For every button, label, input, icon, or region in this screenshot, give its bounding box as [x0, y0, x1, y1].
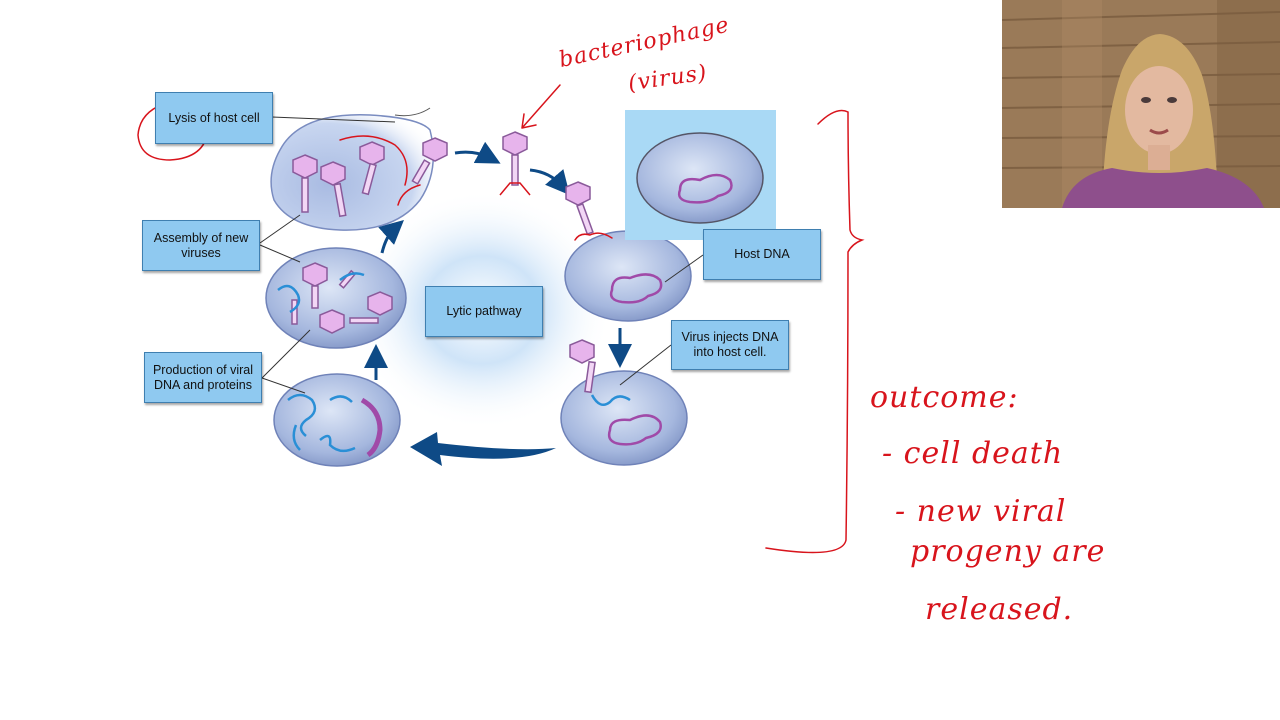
- cell-attachment: [564, 230, 692, 322]
- free-bacteriophage: [499, 131, 531, 196]
- label-lytic-pathway: Lytic pathway: [425, 286, 543, 337]
- viral-dna-strands: [287, 393, 383, 458]
- label-production-text: Production of viral DNA and proteins: [152, 362, 254, 392]
- host-dna-strand: [609, 273, 663, 304]
- annotation-outcome-progeny: progeny are: [910, 534, 1106, 569]
- annotation-outcome-cell-death: - cell death: [882, 436, 1064, 471]
- assembly-parts: [277, 262, 393, 334]
- cycle-arrows: [364, 141, 632, 380]
- inset-host-dna: [677, 173, 733, 204]
- presenter-video-frame: [1002, 0, 1280, 208]
- label-assembly-of-new-viruses: Assembly of new viruses: [142, 220, 260, 271]
- label-leader-lines: [259, 116, 704, 394]
- cell-injection: [560, 370, 688, 466]
- label-assembly-text: Assembly of new viruses: [153, 230, 249, 260]
- label-lysis-of-host-cell: Lysis of host cell: [155, 92, 273, 144]
- bottom-cycle-arrow: [410, 432, 556, 466]
- label-lysis-text: Lysis of host cell: [168, 110, 260, 125]
- annotation-outcome-title: outcome:: [870, 380, 1019, 415]
- bacteriophage-pointer-arrow: [521, 84, 561, 129]
- presenter-webcam: [1002, 0, 1280, 208]
- label-host-dna: Host DNA: [703, 229, 821, 280]
- label-virus-injects-dna: Virus injects DNA into host cell.: [671, 320, 789, 370]
- phages-released: [292, 137, 448, 218]
- lysis-scribble: [339, 135, 421, 206]
- inset-cell: [636, 132, 764, 224]
- label-inject-text: Virus injects DNA into host cell.: [681, 330, 779, 359]
- label-host-dna-text: Host DNA: [734, 247, 790, 261]
- outcome-bracket: [765, 109, 865, 554]
- annotation-outcome-new-viral: - new viral: [895, 494, 1067, 529]
- attachment-scribble: [574, 232, 613, 241]
- annotation-outcome-released: released.: [925, 592, 1074, 627]
- injecting-phage: [569, 339, 631, 407]
- attaching-phage: [565, 181, 594, 236]
- label-production-of-viral-dna: Production of viral DNA and proteins: [144, 352, 262, 403]
- injection-host-dna: [607, 414, 662, 446]
- label-pathway-text: Lytic pathway: [446, 304, 522, 318]
